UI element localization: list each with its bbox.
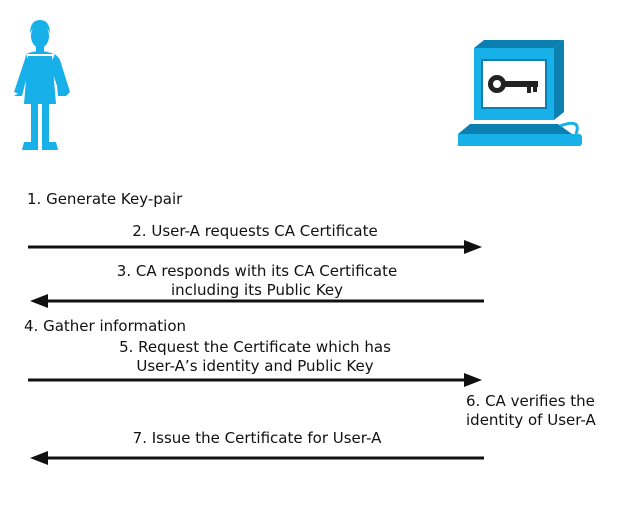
step-3-label-line2: including its Public Key <box>170 281 344 299</box>
ca-computer-icon <box>458 40 582 146</box>
step-5-label-line2: User-A’s identity and Public Key <box>136 357 374 375</box>
step-4-label: 4. Gather information <box>24 317 187 335</box>
arrow-step-2 <box>28 240 482 254</box>
arrow-step-3 <box>30 294 484 308</box>
step-5-label-line1: 5. Request the Certificate which has <box>119 338 391 356</box>
step-3-label-line1: 3. CA responds with its CA Certificate <box>116 262 398 280</box>
step-7-label: 7. Issue the Certificate for User-A <box>132 429 382 447</box>
step-2-label: 2. User-A requests CA Certificate <box>132 222 378 240</box>
person-icon <box>14 20 70 150</box>
step-6-label-line1: 6. CA verifies the <box>466 392 595 410</box>
arrow-step-5 <box>28 373 482 387</box>
arrow-step-7 <box>30 451 484 465</box>
step-6-label-line2: identity of User-A <box>466 411 596 429</box>
step-1-label: 1. Generate Key-pair <box>27 190 183 208</box>
